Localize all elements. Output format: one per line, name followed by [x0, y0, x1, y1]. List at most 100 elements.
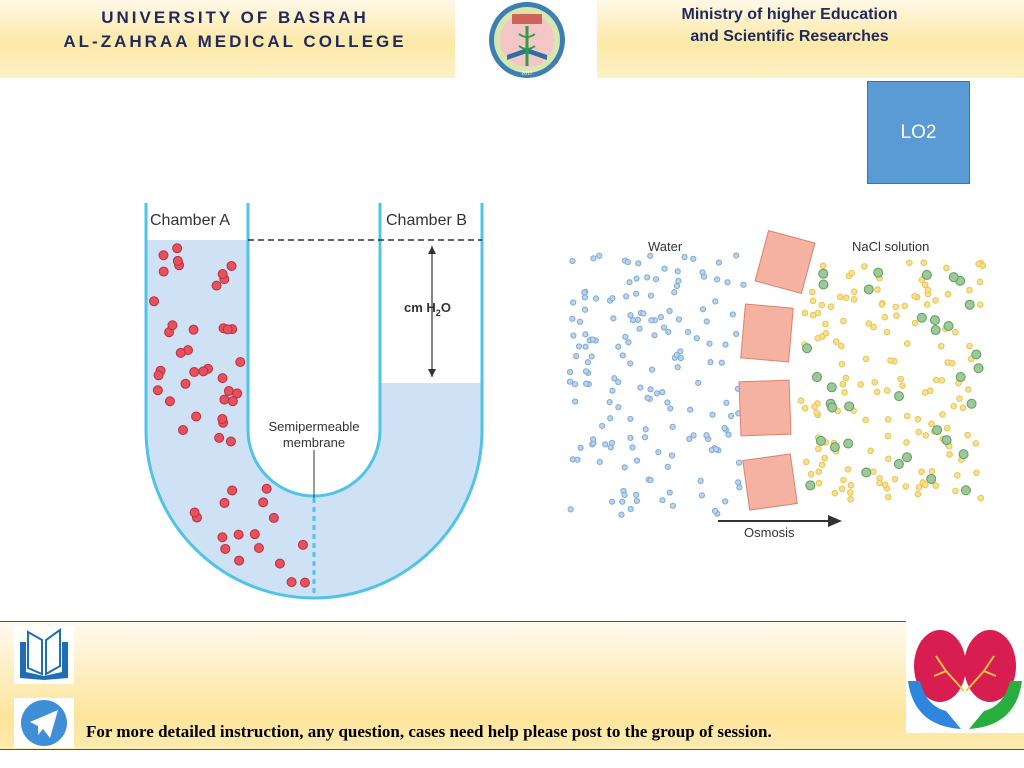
sodium-ion: [801, 309, 809, 317]
water-molecule: [610, 315, 617, 322]
sodium-ion: [943, 264, 950, 272]
water-molecule: [669, 423, 676, 430]
sodium-ion: [876, 479, 883, 487]
water-molecule: [733, 252, 740, 259]
university-name: UNIVERSITY OF BASRAH: [101, 8, 369, 27]
chloride-ion: [916, 312, 927, 323]
water-molecule: [611, 375, 618, 382]
chloride-ion: [811, 372, 822, 383]
chloride-ion: [802, 343, 813, 354]
water-molecule: [697, 477, 704, 484]
sodium-ion: [873, 388, 881, 396]
sodium-ion: [921, 281, 929, 289]
sodium-ion: [964, 431, 971, 439]
sodium-ion: [867, 447, 875, 455]
sodium-ion: [865, 320, 873, 327]
header-right-banner: [597, 0, 1024, 78]
sodium-ion: [952, 328, 959, 336]
water-molecule: [655, 449, 662, 456]
sodium-ion: [928, 467, 936, 475]
water-molecule: [698, 492, 706, 499]
u-tube-diagram: Chamber A Chamber B cm H2O Semipermeable…: [144, 203, 484, 600]
ministry-line2: and Scientific Researches: [690, 28, 889, 45]
water-molecule: [634, 457, 641, 464]
water-molecule: [627, 415, 634, 423]
water-molecule: [660, 324, 668, 331]
sodium-ion: [903, 439, 910, 446]
solute-particle: [223, 386, 234, 397]
sodium-ion: [819, 262, 827, 269]
sodium-ion: [884, 416, 892, 423]
solute-particle: [158, 250, 169, 261]
sodium-ion: [862, 355, 870, 363]
water-molecule: [606, 398, 613, 406]
water-molecule: [711, 507, 719, 515]
sodium-ion: [903, 340, 911, 347]
water-molecule: [572, 398, 579, 405]
solute-particle: [297, 539, 308, 550]
water-molecule: [666, 307, 673, 315]
sodium-ion: [979, 262, 987, 270]
water-molecule: [581, 306, 589, 313]
solute-particle: [261, 483, 272, 494]
water-molecule: [569, 315, 576, 322]
solute-particle: [175, 347, 186, 358]
sodium-ion: [857, 381, 864, 388]
chloride-ion: [955, 371, 966, 382]
water-molecule: [736, 484, 743, 491]
water-molecule: [609, 387, 616, 394]
water-molecule: [637, 384, 644, 391]
water-molecule: [665, 328, 672, 335]
sodium-ion: [922, 432, 930, 439]
sodium-ion: [923, 301, 931, 308]
sodium-ion: [885, 455, 892, 463]
sodium-ion: [924, 286, 932, 294]
water-molecule: [661, 265, 668, 272]
chloride-ion: [971, 349, 982, 360]
water-label: Water: [648, 239, 683, 254]
sodium-ion: [944, 290, 952, 298]
water-molecule: [569, 257, 576, 265]
sodium-ion: [937, 342, 945, 350]
chloride-ion: [826, 382, 837, 393]
sodium-ion: [815, 468, 823, 476]
water-molecule: [713, 446, 720, 453]
water-molecule: [633, 275, 640, 282]
sodium-ion: [821, 454, 829, 462]
telegram-icon[interactable]: [14, 698, 74, 748]
chloride-ion: [873, 267, 884, 278]
water-molecule: [647, 292, 655, 299]
water-molecule: [721, 425, 728, 432]
sodium-ion: [870, 323, 877, 331]
water-molecule: [681, 253, 688, 261]
sodium-ion: [848, 269, 856, 277]
chloride-ion: [861, 467, 872, 478]
water-molecule: [700, 273, 708, 280]
water-molecule: [589, 436, 597, 443]
sodium-ion: [813, 409, 820, 417]
water-molecule: [582, 331, 589, 338]
chloride-ion: [948, 272, 959, 283]
footer-instruction: For more detailed instruction, any quest…: [86, 722, 772, 741]
water-molecule: [659, 497, 666, 504]
chloride-ion: [893, 459, 904, 470]
chloride-ion: [926, 473, 937, 484]
water-molecule: [608, 439, 616, 446]
sodium-ion: [802, 458, 810, 466]
water-molecule: [622, 333, 629, 340]
chloride-ion: [960, 485, 971, 496]
solute-particle: [172, 255, 183, 266]
osmosis-diagram: Water NaCl solution Osmosis: [566, 230, 987, 540]
sodium-ion: [915, 428, 923, 436]
water-molecule: [581, 294, 588, 301]
water-molecule: [722, 498, 729, 505]
sodium-ion: [973, 469, 980, 477]
water-molecule: [724, 279, 731, 286]
water-molecule: [590, 255, 597, 262]
water-molecule: [735, 479, 742, 486]
sodium-ion: [976, 278, 984, 286]
solute-particle: [152, 385, 163, 396]
water-molecule: [677, 354, 684, 362]
osmosis-figure: Chamber A Chamber B cm H2O Semipermeable…: [144, 203, 987, 600]
solute-particle: [178, 425, 189, 436]
